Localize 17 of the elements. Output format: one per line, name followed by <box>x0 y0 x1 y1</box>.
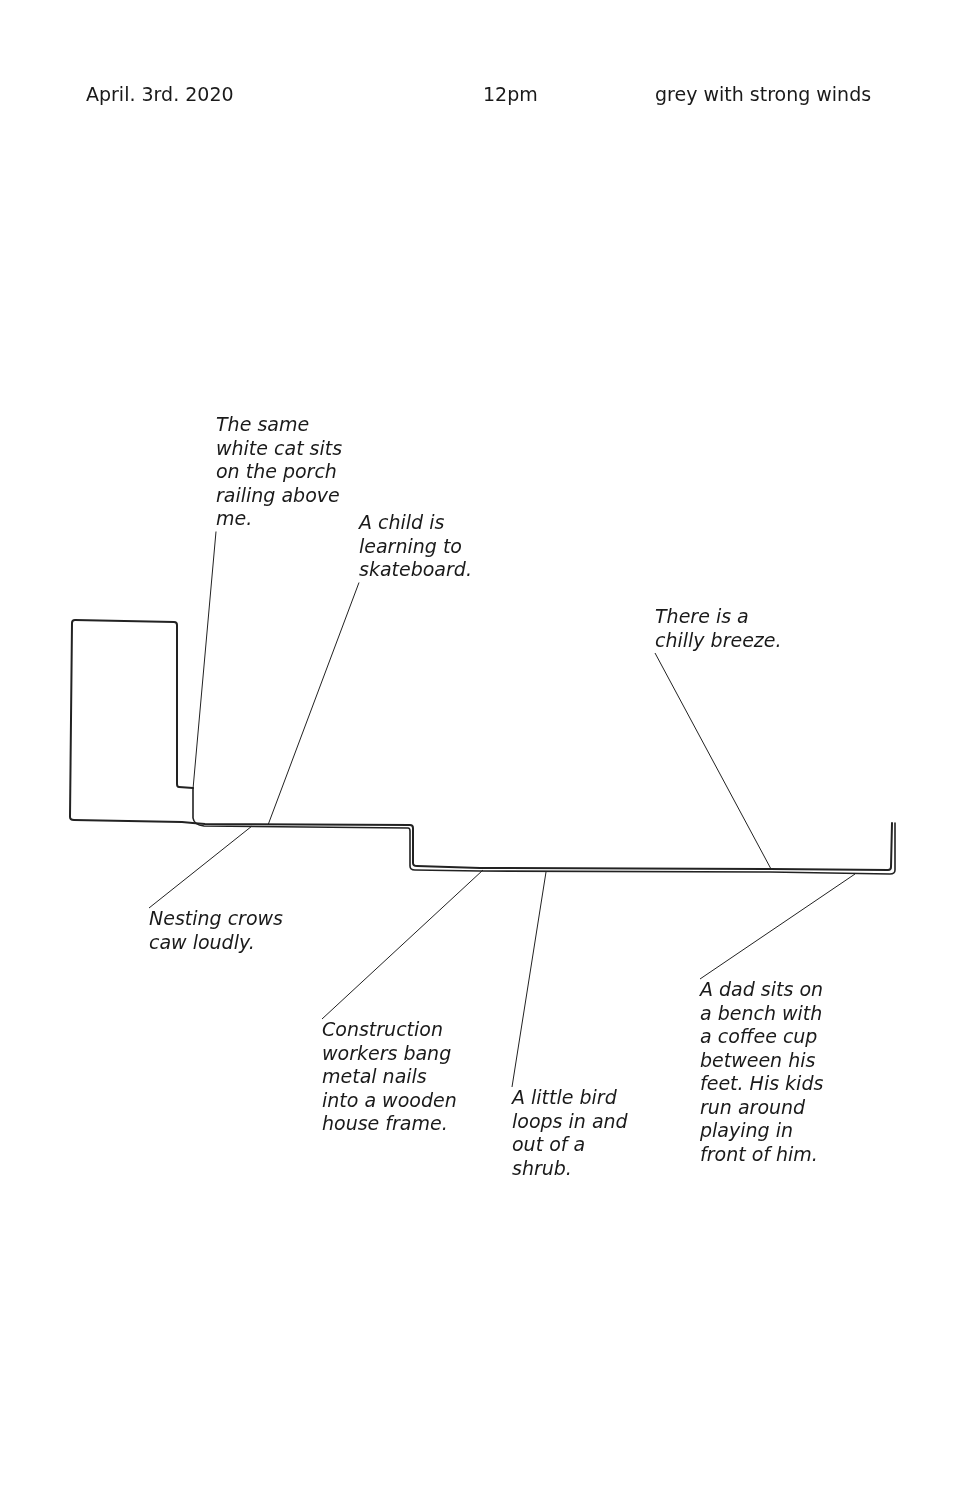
weather-label: grey with strong winds <box>655 82 872 106</box>
leader-line <box>654 652 772 870</box>
observation-note: A little bird loops in and out of a shrub. <box>512 1086 641 1180</box>
leader-line <box>321 869 484 1020</box>
observation-note: A child is learning to skateboard. <box>359 511 485 582</box>
leader-line <box>148 825 253 909</box>
observation-note: Construction workers bang metal nails into a wooden house frame. <box>322 1018 468 1136</box>
observation-note: The same white cat sits on the porch railing above me. <box>216 413 358 531</box>
time-label: 12pm <box>483 82 538 106</box>
date-label: April. 3rd. 2020 <box>86 82 234 106</box>
observation-note: Nesting crows caw loudly. <box>149 907 299 954</box>
observation-note: A dad sits on a bench with a coffee cup between his feet. His kids run around playing in front of him. <box>700 978 837 1166</box>
leader-line <box>192 531 217 790</box>
leader-line <box>511 871 547 1088</box>
leader-line <box>699 873 856 980</box>
leader-line <box>267 582 360 826</box>
observation-note: There is a chilly breeze. <box>655 605 797 652</box>
